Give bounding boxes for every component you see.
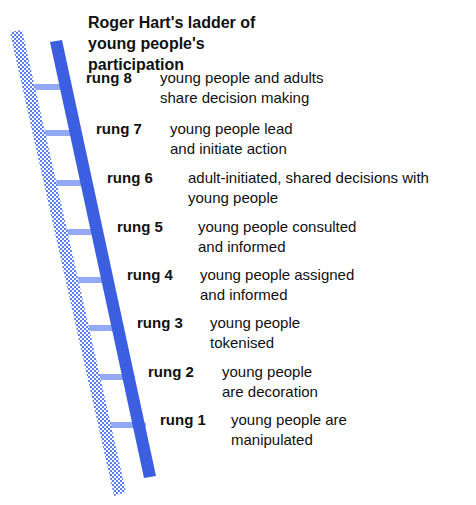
rung-description: young people assigned and informed <box>200 265 378 305</box>
rung-description: young people are manipulated <box>231 410 371 450</box>
rung-number: rung 6 <box>107 168 153 188</box>
ladder-rail-right <box>50 40 156 478</box>
rung-number: rung 1 <box>160 410 206 430</box>
rung-number: rung 4 <box>127 265 173 285</box>
rung-description: young people and adults share decision m… <box>160 68 360 108</box>
diagram-title: Roger Hart's ladder of young people's pa… <box>88 12 303 75</box>
rung-description: young people are decoration <box>222 362 334 402</box>
rung-description: adult-initiated, shared decisions with y… <box>188 168 460 208</box>
rung-description: young people lead and initiate action <box>170 119 315 159</box>
rung-number: rung 8 <box>86 68 132 88</box>
rung-number: rung 5 <box>117 217 163 237</box>
rung-number: rung 3 <box>137 313 183 333</box>
rung-number: rung 7 <box>96 119 142 139</box>
rung-description: young people consulted and informed <box>198 217 383 257</box>
rung-description: young people tokenised <box>210 313 330 353</box>
rung-number: rung 2 <box>148 362 194 382</box>
